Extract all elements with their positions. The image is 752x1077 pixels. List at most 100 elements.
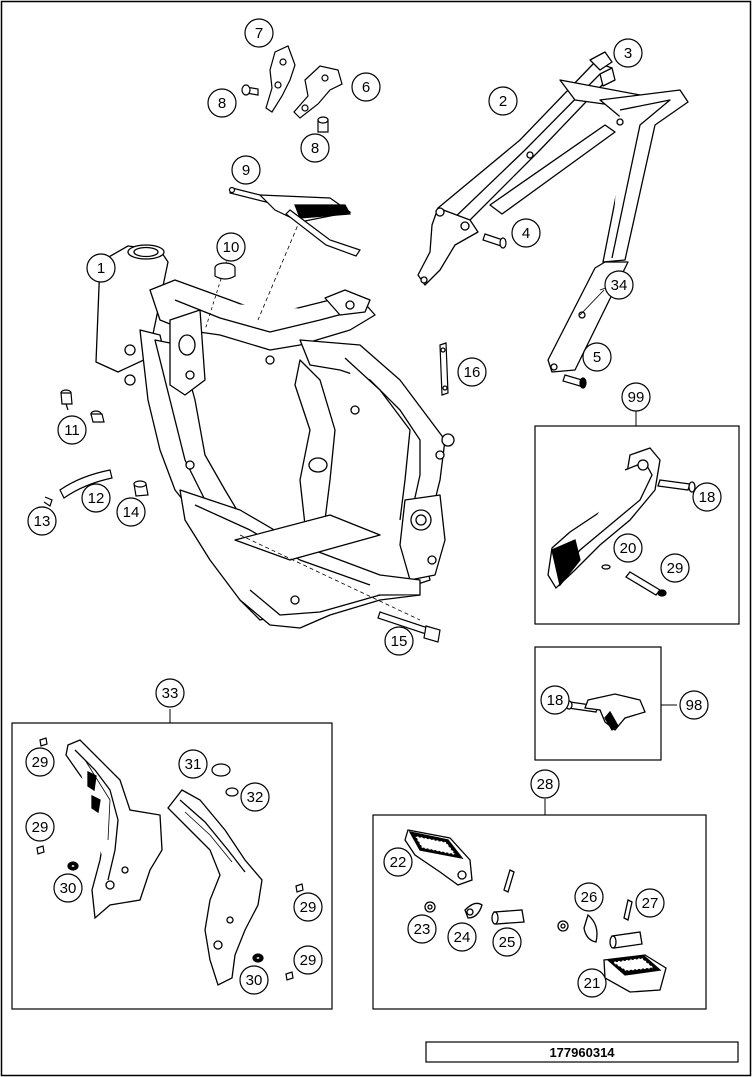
callout-label: 13 — [34, 513, 51, 530]
callout-c16: 16 — [457, 357, 487, 387]
callout-circle — [116, 497, 146, 527]
callout-label: 7 — [255, 25, 263, 42]
callout-label: 29 — [667, 560, 684, 577]
frame-bolt-15 — [377, 611, 441, 643]
callout-c28: 28 — [530, 769, 560, 799]
callout-circle — [407, 914, 437, 944]
callout-c13: 13 — [27, 506, 57, 536]
doc-number-box — [425, 1041, 739, 1063]
callout-label: 18 — [699, 489, 716, 506]
callout-label: 98 — [686, 697, 703, 714]
callout-circle — [492, 927, 522, 957]
callout-label: 2 — [499, 93, 507, 110]
callout-label: 33 — [162, 685, 179, 702]
callout-label: 20 — [620, 540, 637, 557]
guard-small-parts — [36, 737, 304, 981]
callout-circle — [574, 882, 604, 912]
callout-c6: 6 — [351, 72, 381, 102]
frame-guard-right — [167, 789, 263, 986]
callout-label: 14 — [123, 504, 140, 521]
callout-circle — [25, 812, 55, 842]
callout-c29b: 29 — [25, 812, 55, 842]
callout-label: 23 — [414, 921, 431, 938]
callout-c1: 1 — [86, 253, 116, 283]
callout-circle — [300, 133, 330, 163]
callout-c9: 9 — [231, 155, 261, 185]
callout-circle — [53, 873, 83, 903]
callout-c14: 14 — [116, 497, 146, 527]
callout-label: 16 — [464, 364, 481, 381]
callout-circle — [239, 965, 269, 995]
callout-circle — [635, 888, 665, 918]
callout-circle — [621, 382, 651, 412]
callout-c12: 12 — [81, 483, 111, 513]
callout-c11: 11 — [57, 415, 87, 445]
kit-box-33 — [11, 722, 333, 1010]
callout-label: 11 — [64, 422, 80, 439]
callout-circle — [488, 86, 518, 116]
callout-circle — [244, 18, 274, 48]
callout-label: 10 — [223, 239, 240, 256]
callout-label: 30 — [246, 972, 263, 989]
callout-c98: 98 — [679, 690, 709, 720]
callout-c18a: 18 — [692, 482, 722, 512]
callout-c3: 3 — [613, 38, 643, 68]
callout-c34: 34 — [604, 270, 634, 300]
callout-c10: 10 — [216, 232, 246, 262]
callout-circle — [511, 218, 541, 248]
callout-c18b: 18 — [540, 685, 570, 715]
callout-c23: 23 — [407, 914, 437, 944]
callout-circle — [577, 968, 607, 998]
callout-label: 25 — [499, 934, 516, 951]
callout-circle — [240, 782, 270, 812]
callout-label: 12 — [88, 490, 105, 507]
callout-circle — [231, 155, 261, 185]
callout-circle — [613, 38, 643, 68]
callout-circle — [582, 342, 612, 372]
stop-pad-drawing — [565, 693, 646, 731]
subframe-bolts — [482, 233, 587, 389]
callout-c30a: 30 — [53, 873, 83, 903]
callout-circle — [216, 232, 246, 262]
callout-circle — [447, 922, 477, 952]
callout-label: 29 — [300, 899, 317, 916]
small-parts-11-14 — [43, 389, 149, 507]
callout-label: 28 — [537, 776, 554, 793]
callout-c21: 21 — [577, 968, 607, 998]
callout-c99: 99 — [621, 382, 651, 412]
callout-c8b: 8 — [300, 133, 330, 163]
callout-label: 4 — [522, 225, 530, 242]
callout-label: 8 — [311, 140, 319, 157]
callout-c25: 25 — [492, 927, 522, 957]
callout-c31: 31 — [178, 749, 208, 779]
callout-circle — [86, 253, 116, 283]
callout-circle — [81, 483, 111, 513]
callout-circle — [207, 88, 237, 118]
callout-label: 27 — [642, 895, 659, 912]
callout-circle — [383, 847, 413, 877]
callout-c8a: 8 — [207, 88, 237, 118]
frame-guard-left — [65, 739, 163, 920]
callout-circle — [57, 415, 87, 445]
kit-box-28 — [372, 814, 707, 1010]
callout-circle — [25, 747, 55, 777]
callout-c27: 27 — [635, 888, 665, 918]
callout-c24: 24 — [447, 922, 477, 952]
callout-circle — [178, 749, 208, 779]
callout-label: 32 — [247, 789, 264, 806]
callout-c30b: 30 — [239, 965, 269, 995]
callout-c29c: 29 — [293, 892, 323, 922]
bolts-8 — [241, 84, 329, 133]
callout-label: 5 — [593, 349, 601, 366]
callout-c22: 22 — [383, 847, 413, 877]
strap-16 — [439, 342, 449, 396]
callout-label: 26 — [581, 889, 598, 906]
callout-c29a: 29 — [25, 747, 55, 777]
callout-label: 99 — [628, 389, 645, 406]
callout-c32: 32 — [240, 782, 270, 812]
callout-circle — [293, 945, 323, 975]
callout-circle — [540, 685, 570, 715]
callout-circle — [27, 506, 57, 536]
